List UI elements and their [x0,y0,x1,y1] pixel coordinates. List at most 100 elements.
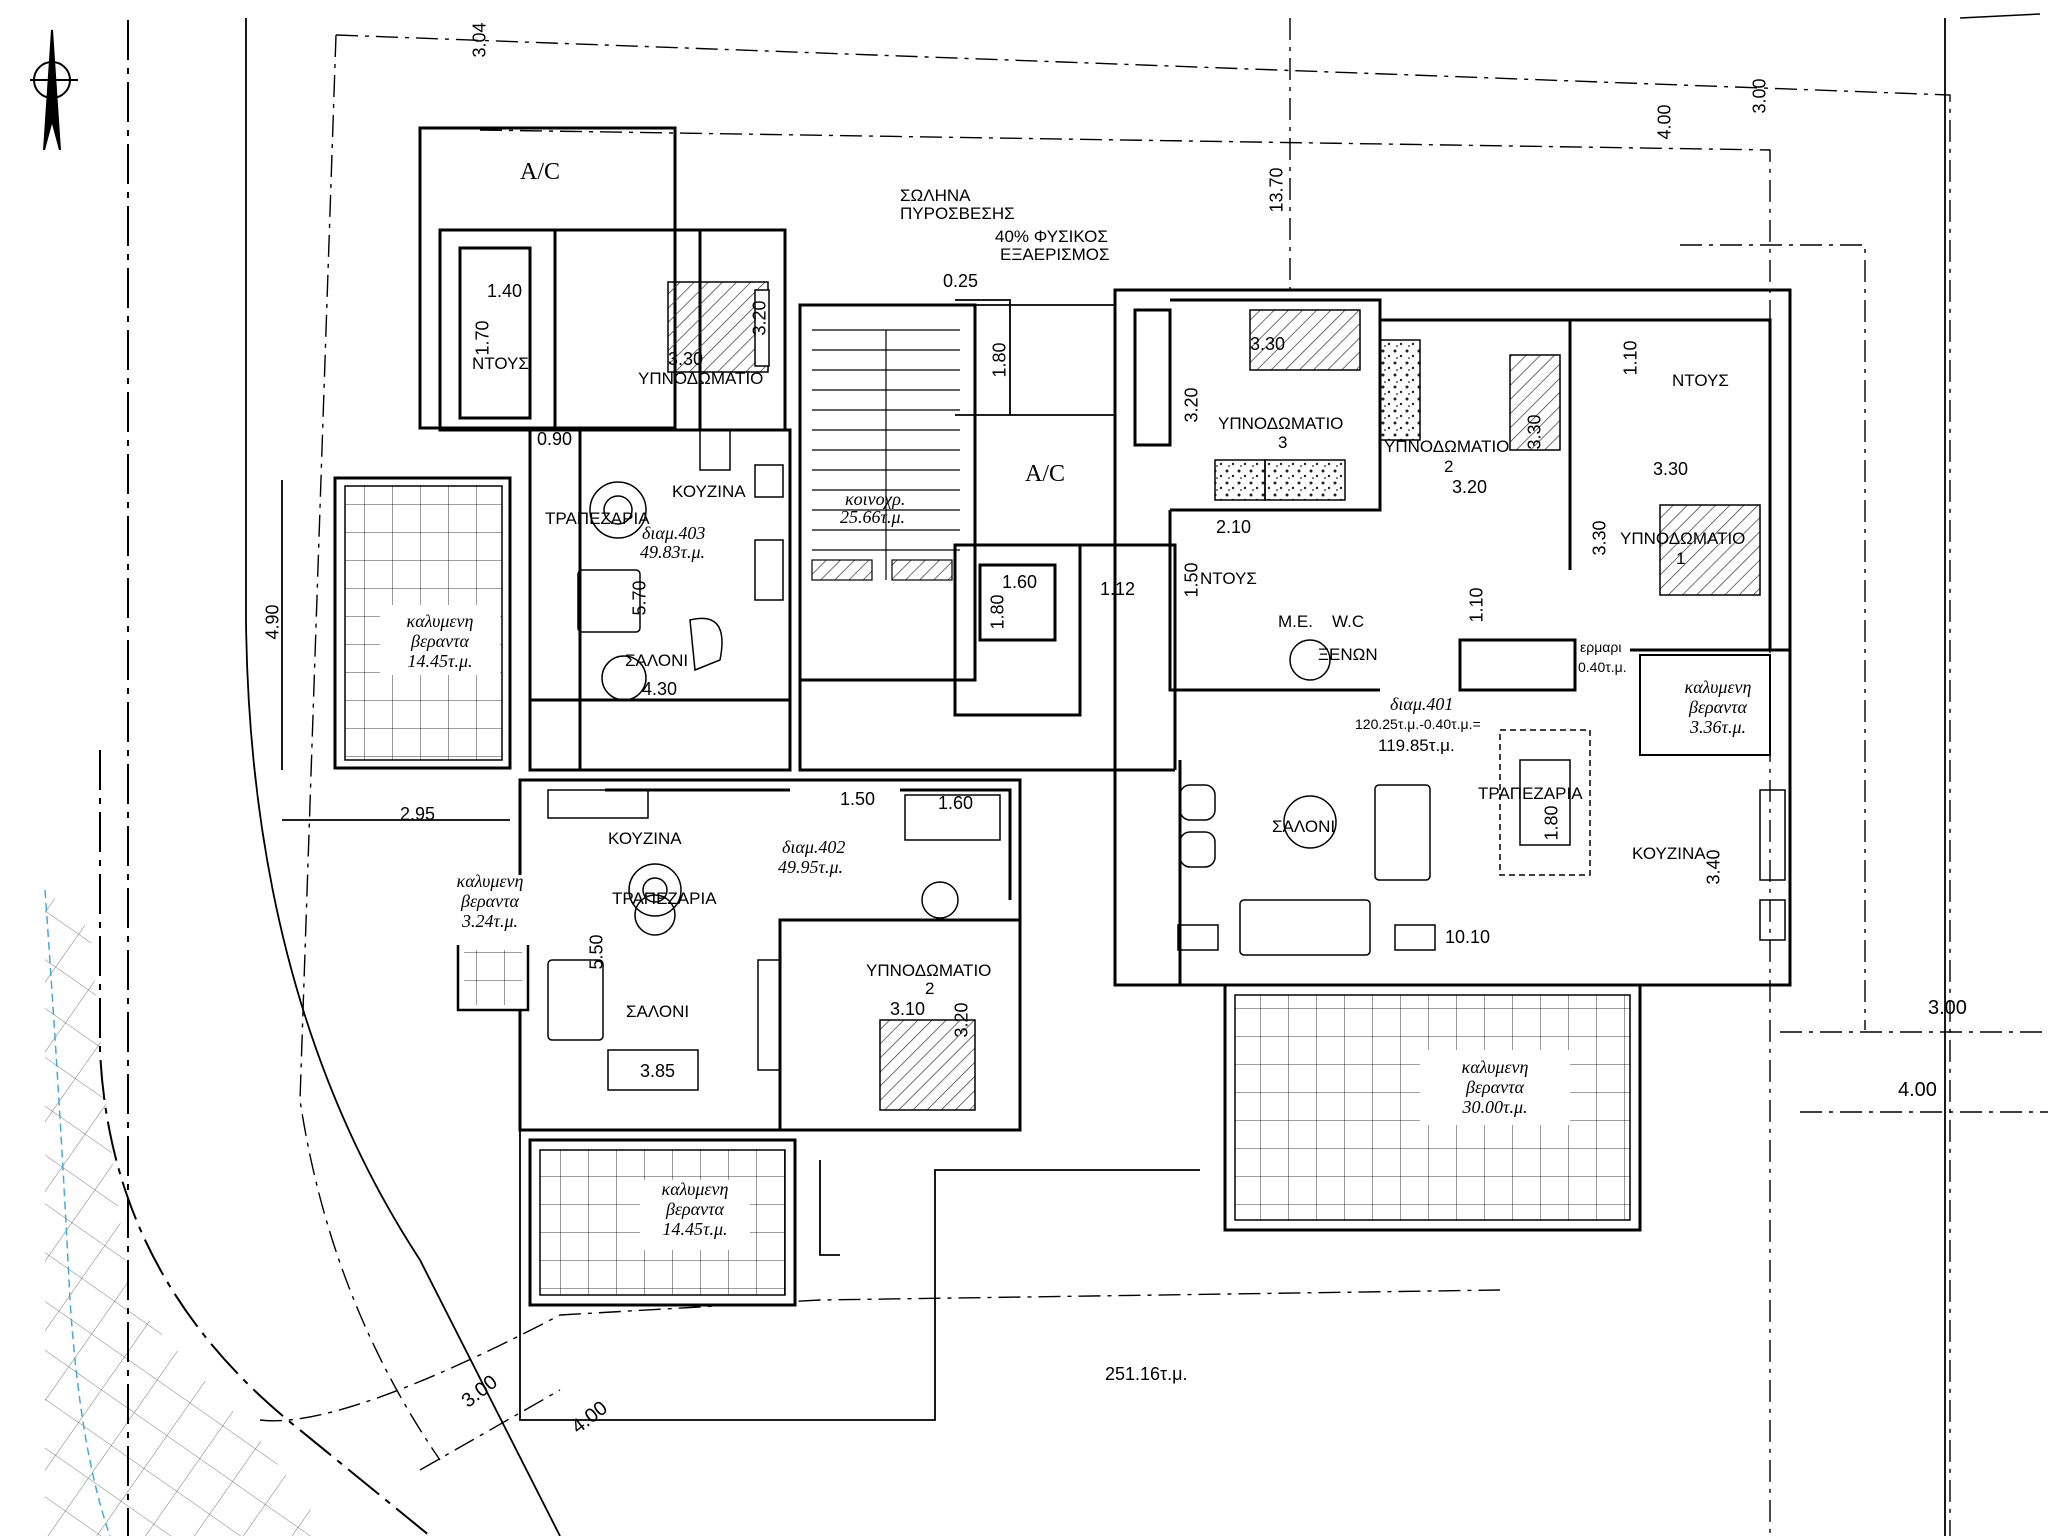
dim-110: 1.10 [1466,587,1487,623]
dim-304: 3.04 [469,22,490,58]
apt401-beds [1214,309,1761,596]
dim-550: 5.50 [586,934,607,970]
note-pipe-1: ΣΩΛΗΝΑ [900,186,971,205]
apt402-kitchen: ΚΟΥΖΙΝΑ [608,829,682,848]
apt401-wc-guest: ΞΕΝΩΝ [1318,645,1378,664]
dim-330e: 3.30 [1589,520,1610,556]
ac-label-top: A/C [520,159,561,185]
apt402-veranda-front-l1: καλυμενη [661,1179,729,1199]
dim-295: 2.95 [400,804,436,824]
dim-330d: 3.30 [1653,459,1689,479]
dim-330c: 3.30 [1524,414,1545,450]
ground-lines [281,299,1200,1421]
dim-140: 1.40 [487,281,523,301]
apt401-veranda-small [1639,654,1771,756]
apt401-furniture [1177,639,1786,956]
dim-320d: 3.20 [1452,477,1488,497]
apt403-bedroom: ΥΠΝΟΔΩΜΑΤΙΟ [638,369,764,388]
apt401-veranda-small-l2: βεραντα [1688,697,1748,717]
dim-025: 0.25 [943,271,979,291]
apt402-dining: ΤΡΑΠΕΖΑΡΙΑ [612,889,717,908]
apt401-bedroom-1-no: 1 [1676,549,1686,568]
apt401-shower-1: ΝΤΟΥΣ [1672,371,1729,390]
apt401-cupboard: ερμαρι [1580,639,1622,655]
dim-180c: 1.80 [1541,805,1562,841]
common-area: 25.66τ.μ. [840,507,905,527]
apt401-kitchen: ΚΟΥΖΙΝΑ [1632,844,1706,863]
dim-430: 4.30 [642,679,678,699]
apt403-veranda-l1: καλυμενη [406,611,474,631]
apt401-area: 119.85τ.μ. [1378,736,1455,755]
apt401-veranda-big-l3: 30.00τ.μ. [1462,1097,1528,1117]
dim-210: 2.10 [1216,517,1252,537]
apt403-name: διαμ.403 [642,523,706,543]
dim-320b: 3.20 [951,1002,972,1038]
apt401-veranda-small-l3: 3.36τ.μ. [1690,717,1746,737]
apt403-area: 49.83τ.μ. [640,542,705,562]
apt401-bedroom-1: ΥΠΝΟΔΩΜΑΤΙΟ [1620,529,1746,548]
dim-160a: 1.60 [1002,572,1038,592]
apt401-veranda-big [1223,983,1642,1232]
apt401-walls [1113,288,1792,987]
stair-treads [811,329,960,581]
dim-110b: 1.10 [1620,340,1641,376]
apt402-furniture [547,789,1001,1091]
site-area: 251.16τ.μ. [1105,1364,1188,1384]
dim-180: 1.80 [989,342,1010,378]
dim-570: 5.70 [629,580,650,616]
note-vent-2: ΕΞΑΕΡΙΣΜΟΣ [1000,245,1110,264]
dim-320a: 3.20 [749,300,770,336]
dim-330a: 3.30 [668,349,704,369]
apt402-veranda-front-l2: βεραντα [665,1199,725,1219]
apt403-living: ΣΑΛΟΝΙ [625,651,689,670]
site-hatch [45,890,330,1536]
dim-385: 3.85 [640,1061,676,1081]
dim-1370: 13.70 [1266,167,1287,213]
ac-label-mid: A/C [1025,461,1066,487]
dim-112: 1.12 [1100,579,1136,599]
apt402-veranda-side-l1: καλυμενη [456,871,524,891]
dim-150: 1.50 [840,789,876,809]
dim-400-right: 4.00 [1898,1079,1937,1101]
dim-150b: 1.50 [1181,562,1202,598]
apt403-dining: ΤΡΑΠΕΖΑΡΙΑ [545,509,650,528]
apt401-bedroom-2-no: 2 [1444,457,1454,476]
apt402-veranda-front-l3: 14.45τ.μ. [662,1219,728,1239]
stair-core [798,303,1177,772]
apt401-wc: W.C [1332,612,1365,631]
apt403-walls [418,126,792,792]
dim-300-right: 3.00 [1928,997,1967,1019]
dim-090: 0.90 [537,429,573,449]
property-lines [99,13,2041,1536]
dim-300-top: 3.00 [1749,78,1770,114]
apt403-veranda [333,476,512,770]
dim-170: 1.70 [472,320,493,356]
apt401-bedroom-3: ΥΠΝΟΔΩΜΑΤΙΟ [1218,414,1344,433]
apt403-bed [667,281,770,373]
apt401-area-calc: 120.25τ.μ.-0.40τ.μ.= [1355,716,1481,732]
apt402-bedroom: ΥΠΝΟΔΩΜΑΤΙΟ [866,961,992,980]
apt401-me: M.E. [1278,612,1313,631]
apt401-cupboard-area: 0.40τ.μ. [1578,659,1627,675]
apt403-furniture [577,429,784,701]
apt403-veranda-l3: 14.45τ.μ. [407,651,473,671]
apt403-kitchen: ΚΟΥΖΙΝΑ [672,482,746,501]
apt402-veranda-side-l2: βεραντα [460,891,520,911]
apt402-bed [879,1019,976,1111]
dim-320c: 3.20 [1181,387,1202,423]
apt403-shower: ΝΤΟΥΣ [472,354,529,373]
north-arrow-icon [30,29,78,151]
apt402-veranda-side-l3: 3.24τ.μ. [462,911,518,931]
apt401-living: ΣΑΛΟΝΙ [1272,817,1336,836]
apt402-name: διαμ.402 [782,837,846,857]
apt401-name: διαμ.401 [1390,694,1454,714]
apt402-living: ΣΑΛΟΝΙ [626,1002,690,1021]
dim-340: 3.40 [1703,849,1724,885]
dim-1010: 10.10 [1445,927,1491,947]
apt401-shower-2: ΝΤΟΥΣ [1200,569,1257,588]
dim-180b: 1.80 [987,594,1008,630]
dim-160b: 1.60 [938,793,974,813]
note-pipe-2: ΠΥΡΟΣΒΕΣΗΣ [900,204,1015,223]
apt403-veranda-l2: βεραντα [410,631,470,651]
apt401-veranda-big-l1: καλυμενη [1461,1057,1529,1077]
